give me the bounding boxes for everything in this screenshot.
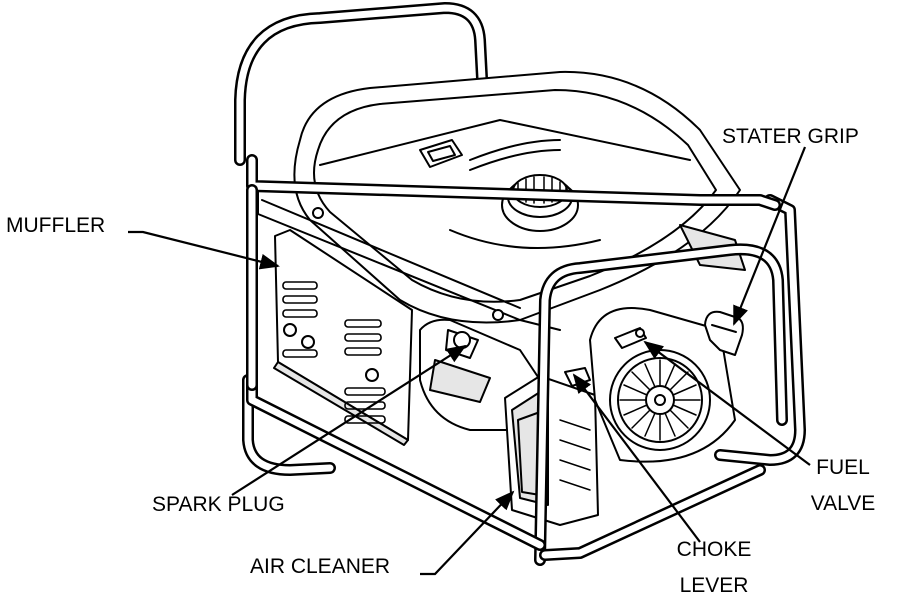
fuel-valve	[614, 327, 647, 349]
front-frame	[246, 154, 788, 566]
muffler	[273, 229, 413, 446]
choke-lever	[564, 367, 591, 387]
choke-lever-leader	[572, 373, 701, 543]
muffler-label: MUFFLER	[6, 214, 106, 237]
fuel-valve-leader	[643, 340, 811, 466]
stater-grip-label: STATER GRIP	[722, 125, 859, 148]
air-cleaner-leader	[420, 490, 515, 576]
choke-lever-label-line1: CHOKE	[676, 538, 752, 561]
spark-plug-leader	[231, 344, 467, 496]
choke-lever-label-line2: LEVER	[679, 574, 749, 597]
rear-frame	[234, 2, 806, 476]
fuel-gauge	[419, 139, 463, 168]
choke-lever-label: CHOKE LEVER	[664, 538, 764, 598]
fuel-valve-label-line1: FUEL	[816, 456, 870, 479]
air-cleaner-label: AIR CLEANER	[250, 555, 391, 578]
spark-plug-label: SPARK PLUG	[152, 493, 285, 516]
air-cleaner	[504, 375, 599, 526]
muffler-leader	[128, 230, 280, 270]
fuel-valve-label-line2: VALVE	[810, 492, 876, 515]
stater-grip-leader	[732, 146, 807, 326]
fuel-valve-label: FUEL VALVE	[800, 456, 886, 516]
